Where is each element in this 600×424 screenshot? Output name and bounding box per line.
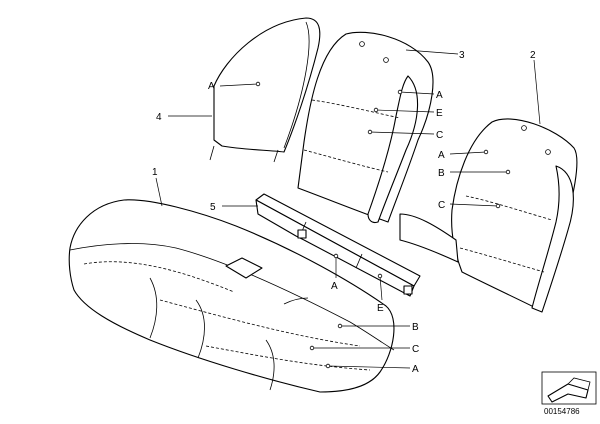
callout-e-part3: E	[436, 108, 443, 119]
callout-b-part2: B	[438, 168, 445, 179]
callout-5: 5	[210, 202, 216, 213]
callout-leaders	[155, 49, 541, 369]
part-4-side-cover	[209, 17, 321, 163]
callout-2: 2	[530, 50, 536, 61]
callout-a-part4: A	[208, 81, 215, 92]
part-3-backrest-cover	[297, 31, 434, 224]
callout-a-part5: A	[331, 281, 338, 292]
drawing-number: 00154786	[544, 407, 580, 416]
callout-c-part3: C	[436, 130, 443, 141]
part-1-seat-cushion-cover	[68, 199, 395, 393]
callout-c-part1: C	[412, 344, 419, 355]
callout-labels: 1 2 3 4 5 A A E C A B C A E B C A	[152, 50, 536, 375]
callout-3: 3	[459, 50, 465, 61]
callout-c-part2: C	[438, 200, 445, 211]
callout-a-part1: A	[412, 364, 419, 375]
callout-e-part5: E	[377, 303, 384, 314]
callout-a-part3: A	[436, 90, 443, 101]
callout-a-part2: A	[438, 150, 445, 161]
callout-4: 4	[156, 112, 162, 123]
callout-b-part1: B	[412, 322, 419, 333]
drawing-reference-box: 00154786	[541, 371, 597, 416]
part-5-trim-strip	[255, 193, 421, 297]
callout-1: 1	[152, 167, 158, 178]
part-2-backrest-cover	[399, 118, 578, 313]
